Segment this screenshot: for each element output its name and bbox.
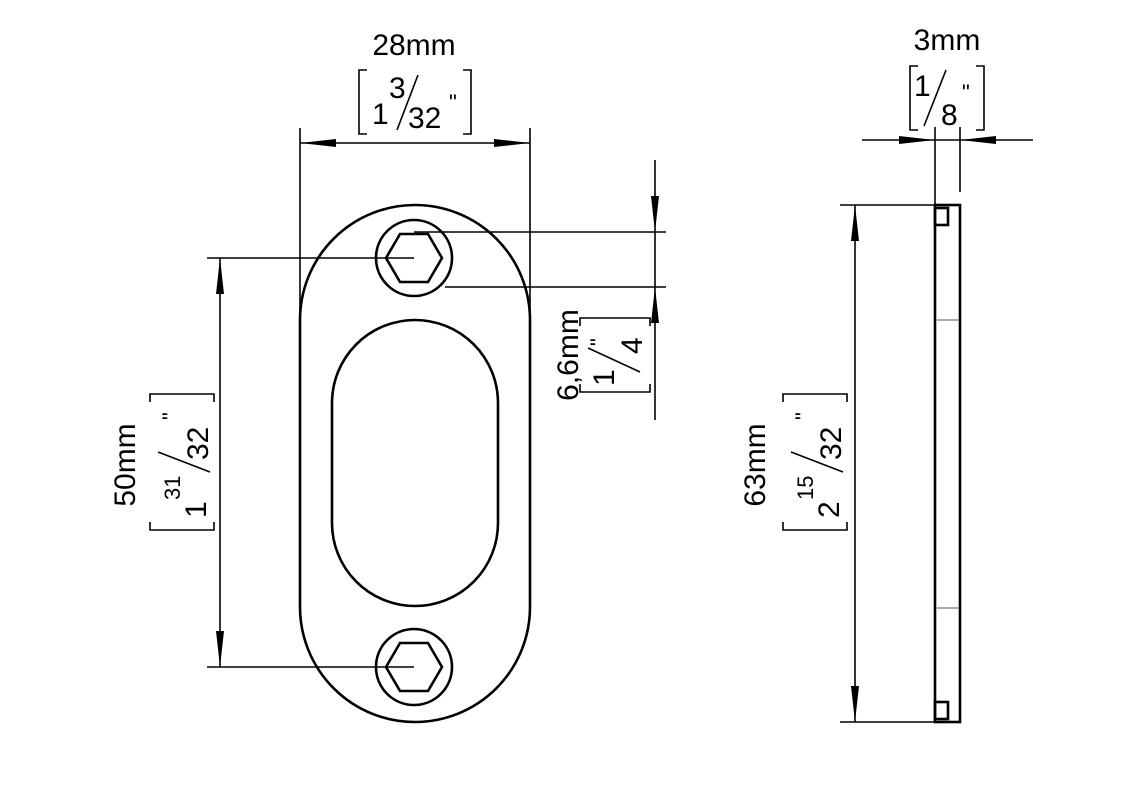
tab-top xyxy=(933,206,950,227)
length-fraction-unit: " xyxy=(791,412,816,420)
hole-diameter-fraction-den: 4 xyxy=(616,337,649,354)
hole-spacing-fraction-unit: " xyxy=(158,412,183,420)
hole-spacing-dimension: 50mm 1 31 32 " xyxy=(109,257,414,668)
hex-socket-icon xyxy=(384,232,444,284)
plate-outline xyxy=(298,203,532,724)
width-fraction-unit: " xyxy=(449,90,457,115)
thickness-metric-label: 3mm xyxy=(914,24,981,57)
length-metric-label: 63mm xyxy=(739,423,772,506)
thickness-fraction-unit: " xyxy=(962,80,970,105)
hole-spacing-fraction-num: 31 xyxy=(160,476,185,500)
length-fraction-den: 32 xyxy=(815,427,848,460)
width-dimension: 28mm 1 3 32 " xyxy=(299,29,531,330)
hole-diameter-dimension: 6,6mm 1 4 " xyxy=(414,160,666,420)
thickness-dimension: 3mm 1 8 " xyxy=(862,24,1033,205)
side-view xyxy=(933,203,962,724)
length-dimension: 63mm 2 15 32 " xyxy=(739,204,935,723)
width-fraction-whole: 1 xyxy=(372,98,389,131)
hole-spacing-fraction-den: 32 xyxy=(182,427,215,460)
slot-outline xyxy=(330,318,500,608)
width-metric-label: 28mm xyxy=(372,29,455,62)
hole-spacing-metric-label: 50mm xyxy=(109,423,142,506)
thickness-fraction-num: 1 xyxy=(914,70,931,103)
hole-diameter-fraction-unit: " xyxy=(586,338,611,346)
hole-diameter-fraction-num: 1 xyxy=(588,369,621,386)
front-view xyxy=(298,203,532,724)
length-fraction-whole: 2 xyxy=(813,501,846,518)
thickness-fraction-den: 8 xyxy=(941,99,958,132)
plate-side-outline xyxy=(933,203,962,724)
hex-socket-icon xyxy=(384,641,444,693)
tab-bottom xyxy=(933,700,950,721)
length-fraction-num: 15 xyxy=(793,476,818,500)
hole-spacing-fraction-whole: 1 xyxy=(180,501,213,518)
width-fraction-den: 32 xyxy=(408,102,441,135)
width-fraction-num: 3 xyxy=(389,72,406,105)
